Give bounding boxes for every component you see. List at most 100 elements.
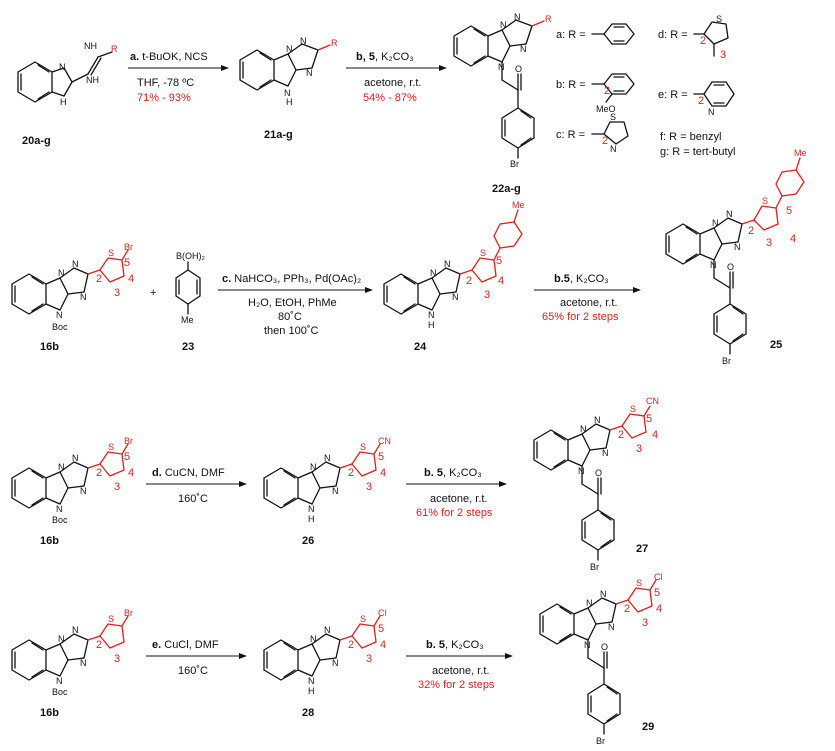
atom-s: S [610, 112, 616, 122]
atom-n: N [452, 292, 459, 302]
reaction-e: e. CuCl, DMF [152, 639, 219, 651]
position-number: 4 [128, 467, 134, 479]
conditions-c2: 80˚C [278, 311, 302, 323]
compound-22: N N N N O Br R [453, 12, 552, 169]
position-number: 3 [366, 481, 372, 493]
atom-s: S [360, 442, 366, 452]
compound-29: N N N N O Br S Cl 2 3 4 5 [539, 572, 663, 746]
atom-h: H [286, 97, 293, 107]
conditions-a: THF, -78 ºC [137, 77, 194, 89]
atom-n: N [58, 462, 65, 472]
atom-n: N [306, 68, 313, 78]
atom-n: N [80, 292, 87, 302]
position-number: 2 [348, 467, 354, 479]
atom-n: N [712, 218, 719, 228]
position-number: 4 [656, 603, 662, 615]
compound-label: 27 [636, 543, 648, 555]
atom-br: Br [596, 736, 605, 746]
conditions-b3: acetone, r.t. [430, 493, 487, 505]
atom-n: N [56, 310, 63, 320]
compound-label: 28 [302, 707, 314, 719]
reaction-c: c. NaHCO₃, PPh₃, Pd(OAc)₂ [222, 273, 361, 285]
compound-25: N N N N O Br S Me 2 3 4 5 [665, 148, 807, 366]
yield-a: 71% - 93% [137, 92, 191, 104]
compound-label: 26 [302, 535, 314, 547]
atom-cn: CN [646, 396, 659, 406]
reaction-b1: b, 5, K₂CO₃ [356, 51, 414, 63]
atom-s: S [108, 248, 114, 258]
atom-n: N [308, 504, 315, 514]
position-number: 2 [96, 639, 102, 651]
atom-n: N [708, 107, 715, 117]
atom-n: N [610, 144, 617, 154]
atom-me: Me [794, 148, 807, 158]
yield-b2: 65% for 2 steps [542, 311, 619, 323]
reaction-a: a. t-BuOK, NCS [130, 51, 208, 63]
atom-h: H [308, 686, 315, 696]
r-group-g: g: R = tert-butyl [660, 146, 736, 158]
position-number: 2 [618, 429, 624, 441]
compound-16b: N N N N Boc S Br 2 3 4 5 [11, 436, 134, 525]
position-number: 4 [652, 429, 658, 441]
position-number: 4 [498, 275, 504, 287]
position-number: 2 [604, 85, 610, 97]
reaction-b2: b.5, K₂CO₃ [554, 273, 609, 285]
atom-s: S [108, 614, 114, 624]
atom-s: S [630, 404, 636, 414]
atom-br: Br [124, 242, 133, 252]
compound-21: N N N N H R [239, 36, 338, 107]
compound-27: N N N N O Br S CN 2 3 4 5 [533, 396, 659, 572]
position-number: 4 [790, 233, 796, 245]
conditions-b1: acetone, r.t. [364, 77, 421, 89]
position-number: 3 [484, 289, 490, 301]
atom-n: N [608, 622, 615, 632]
position-number: 5 [378, 623, 384, 635]
atom-r: R [545, 14, 552, 24]
atom-cn: CN [378, 436, 391, 446]
position-number: 5 [786, 205, 792, 217]
compound-label: 16b [40, 707, 59, 719]
atom-h: H [60, 97, 67, 107]
compound-label: 24 [414, 341, 427, 353]
atom-boc: Boc [52, 322, 68, 332]
atom-n: N [58, 268, 65, 278]
position-number: 3 [114, 287, 120, 299]
atom-br: Br [124, 436, 133, 446]
position-number: 2 [96, 273, 102, 285]
reaction-b3: b. 5, K₂CO₃ [424, 467, 482, 479]
atom-n: N [602, 448, 609, 458]
position-number: 5 [654, 587, 660, 599]
compound-20: N H NH NH R [17, 41, 118, 107]
position-number: 5 [124, 451, 130, 463]
position-number: 3 [366, 653, 372, 665]
atom-o: O [515, 64, 522, 74]
atom-n: N [300, 36, 307, 46]
atom-n: N [80, 486, 87, 496]
atom-s: S [762, 196, 768, 206]
position-number: 5 [124, 257, 130, 269]
atom-n: N [308, 676, 315, 686]
yield-b3: 61% for 2 steps [416, 507, 493, 519]
atom-n: N [710, 260, 717, 270]
atom-boh2: B(OH)₂ [176, 251, 205, 261]
atom-n: N [500, 20, 507, 30]
atom-n: N [56, 676, 63, 686]
atom-n: N [734, 242, 741, 252]
atom-n: N [444, 259, 451, 269]
reaction-b4: b. 5, K₂CO₃ [426, 639, 484, 651]
atom-o: O [601, 642, 608, 652]
position-number: 3 [720, 49, 726, 61]
compound-16b: N N N N Boc S Br 2 3 [11, 608, 133, 697]
atom-n: N [332, 658, 339, 668]
r-group-list: a: R = b: R = MeO 2 c: R = S N 2 d: R = … [556, 14, 736, 158]
atom-n: N [514, 12, 521, 22]
conditions-e: 160˚C [178, 665, 208, 677]
atom-n: N [584, 640, 591, 650]
atom-n: N [80, 658, 87, 668]
atom-r: R [111, 44, 118, 54]
atom-n: N [310, 634, 317, 644]
compound-label: 20a-g [22, 135, 51, 147]
compound-label: 21a-g [264, 129, 293, 141]
position-number: 4 [128, 273, 134, 285]
r-group-f: f: R = benzyl [660, 131, 721, 143]
